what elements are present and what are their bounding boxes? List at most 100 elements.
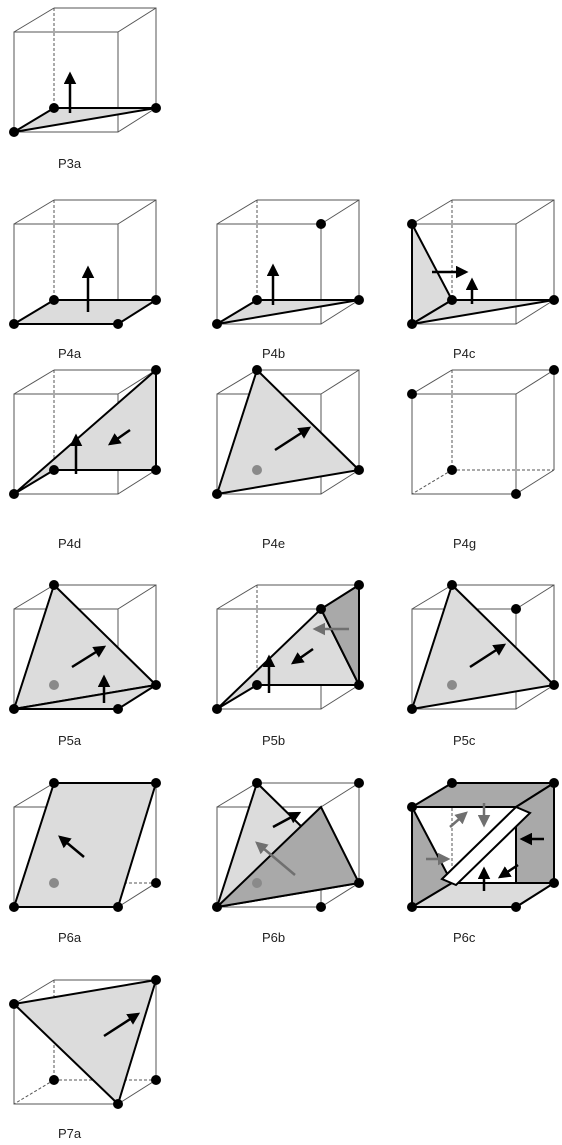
iso-face [411,299,555,325]
normal-arrow [274,426,312,452]
vertex-dot [511,902,521,912]
vertex-dot [151,1075,161,1085]
case-label-P6b: P6b [262,930,285,945]
case-label-P6a: P6a [58,930,82,945]
vertex-dot [151,295,161,305]
vertex-dot [316,902,326,912]
normal-arrow-gray [449,811,468,828]
vertex-dot [9,902,19,912]
vertex-dot [9,319,19,329]
iso-face [410,583,557,711]
vertex-dot-hidden [447,680,457,690]
vertex-dot [49,1075,59,1085]
vertex-dot [407,902,417,912]
case-P5c [407,580,559,714]
vertex-dot [407,389,417,399]
vertex-dot [316,219,326,229]
case-P4e [212,365,364,499]
vertex-dot [151,878,161,888]
vertex-dot-hidden [252,465,262,475]
iso-face [13,367,157,495]
case-label-P4d: P4d [58,536,81,551]
vertex-dot [549,295,559,305]
vertex-dot [252,778,262,788]
vertex-dot [407,319,417,329]
vertex-dot [151,365,161,375]
case-P6c [407,778,559,912]
normal-arrow [290,647,314,665]
case-P4g [407,365,559,499]
vertex-dot [511,604,521,614]
vertex-dot [113,704,123,714]
case-label-P4g: P4g [453,536,476,551]
vertex-dot [49,103,59,113]
vertex-dot-hidden [49,878,59,888]
vertex-dot [49,465,59,475]
iso-face [13,684,157,710]
case-label-P4c: P4c [453,346,476,361]
vertex-dot [49,295,59,305]
case-P4d [9,365,161,499]
normal-arrow [469,643,507,669]
vertex-dot [151,778,161,788]
case-label-P4b: P4b [262,346,285,361]
case-P6b [212,778,364,912]
vertex-dot [447,580,457,590]
vertex-dot [354,680,364,690]
case-P6a [9,778,161,912]
vertex-dot [151,975,161,985]
vertex-dot [354,465,364,475]
vertex-dot [212,902,222,912]
vertex-dot [316,604,326,614]
case-label-P5c: P5c [453,733,476,748]
vertex-dot [9,489,19,499]
case-label-P5a: P5a [58,733,82,748]
cube-frame [411,369,555,495]
vertex-dot [212,489,222,499]
vertex-dot [354,778,364,788]
case-P4b [212,199,364,329]
vertex-dot [549,365,559,375]
vertex-dot [407,802,417,812]
iso-face [10,299,160,325]
case-P4c [407,199,559,329]
iso-face-dark [319,583,360,686]
case-label-P6c: P6c [453,930,476,945]
vertex-dot [49,580,59,590]
case-label-P7a: P7a [58,1126,82,1141]
vertex-dot [447,465,457,475]
vertex-dot [354,295,364,305]
vertex-dot [9,127,19,137]
iso-face [215,368,362,496]
case-label-P4e: P4e [262,536,285,551]
vertex-dot [447,778,457,788]
vertex-dot [354,878,364,888]
gap-band [440,805,532,887]
vertex-dot [252,680,262,690]
iso-face [11,978,158,1106]
vertex-dot [549,680,559,690]
normal-arrow [272,811,302,829]
normal-arrow [71,645,107,669]
normal-arrow [58,835,85,858]
vertex-dot [511,489,521,499]
case-P7a [9,975,161,1109]
vertex-dot [447,295,457,305]
case-P4a [9,199,161,329]
vertex-dot [407,219,417,229]
vertex-dot [151,465,161,475]
vertex-dot [549,878,559,888]
vertex-dot [113,902,123,912]
case-P5b [212,580,364,714]
normal-arrow [497,863,519,879]
vertex-dot [252,295,262,305]
normal-arrow [107,428,131,446]
case-label-P3a: P3a [58,156,82,171]
normal-arrow [103,1012,141,1038]
vertex-dot [549,778,559,788]
vertex-dot [252,365,262,375]
vertex-dot [9,999,19,1009]
iso-face [216,299,360,325]
vertex-dot-hidden [49,680,59,690]
